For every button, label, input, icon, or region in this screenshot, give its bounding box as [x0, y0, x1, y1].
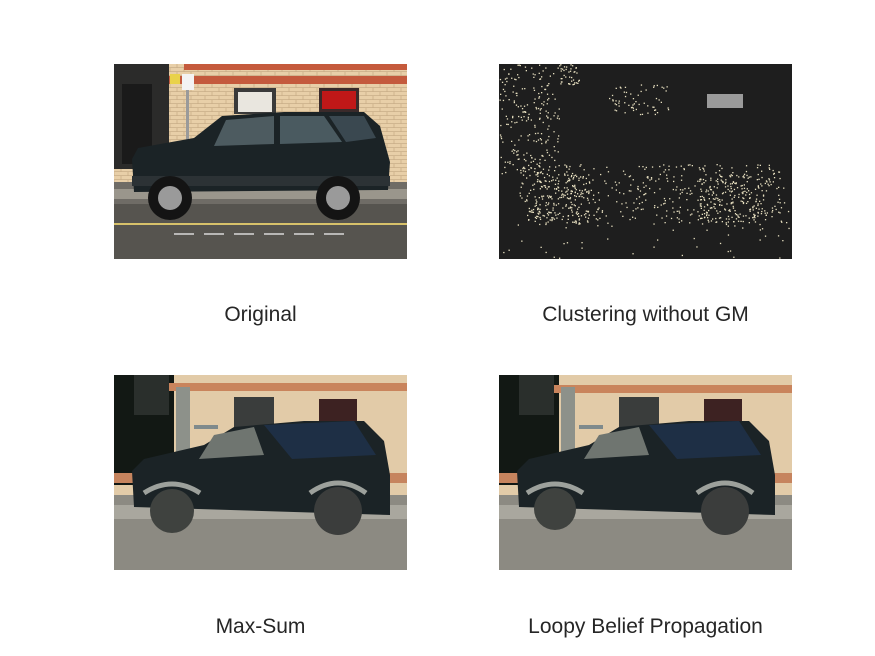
caption-clustering: Clustering without GM — [542, 303, 749, 326]
caption-original: Original — [224, 303, 297, 326]
original-image — [114, 64, 407, 259]
clustering-image — [499, 64, 792, 259]
max-sum-image — [114, 375, 407, 570]
caption-loopy-bp: Loopy Belief Propagation — [528, 615, 763, 638]
caption-max-sum: Max-Sum — [215, 615, 306, 638]
loopy-bp-image — [499, 375, 792, 570]
